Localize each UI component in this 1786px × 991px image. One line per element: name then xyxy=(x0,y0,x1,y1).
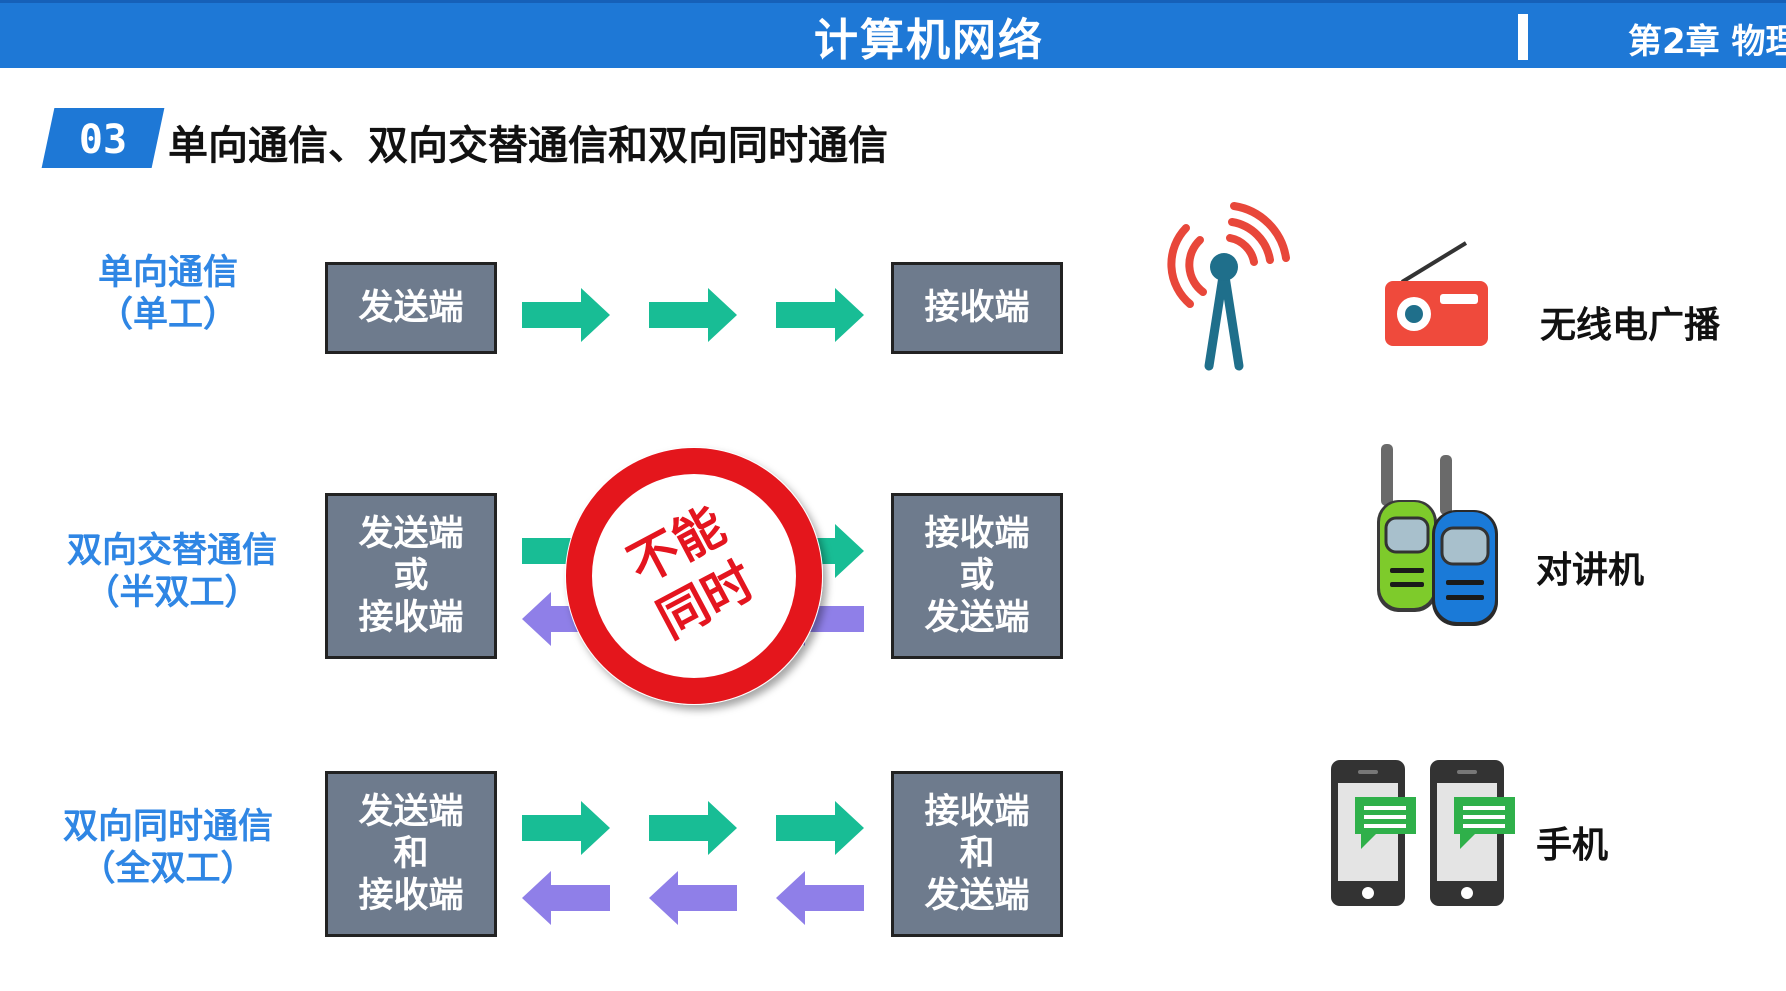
simplex-arrows xyxy=(522,288,864,342)
course-title: 计算机网络 xyxy=(814,15,1044,66)
terminal-label: 发送端 xyxy=(358,792,464,832)
walkie-talkie-icon xyxy=(1377,444,1498,626)
antenna-icon xyxy=(1167,202,1290,371)
full-duplex-arrows xyxy=(522,801,864,925)
mode-name: 双向同时通信 xyxy=(62,807,273,847)
terminal-label: 接收端 xyxy=(924,514,1030,554)
backward-arrow xyxy=(522,592,610,646)
mode-label-half-duplex: 双向交替通信 （半双工） xyxy=(42,530,302,614)
forward-arrow xyxy=(776,288,864,342)
terminal-label: 和 xyxy=(393,834,429,874)
simplex-sender-box: 发送端 xyxy=(325,262,497,354)
backward-arrow xyxy=(522,871,610,925)
terminal-label: 和 xyxy=(959,834,995,874)
terminal-label: 或 xyxy=(959,556,995,596)
device-label-phone: 手机 xyxy=(1536,825,1609,866)
mode-alias: （半双工） xyxy=(84,573,260,613)
terminal-label: 发送端 xyxy=(924,876,1030,916)
half-duplex-right-box: 接收端 或 发送端 xyxy=(891,493,1063,659)
forward-arrow xyxy=(649,288,737,342)
terminal-label: 接收端 xyxy=(358,876,464,916)
mode-alias: （全双工） xyxy=(80,849,256,889)
terminal-label: 接收端 xyxy=(924,792,1030,832)
device-label-walkie-talkie: 对讲机 xyxy=(1536,550,1645,591)
terminal-label: 接收端 xyxy=(924,288,1030,328)
forward-arrow xyxy=(522,288,610,342)
backward-arrow xyxy=(776,871,864,925)
header-divider xyxy=(1518,14,1528,60)
mode-alias: （单工） xyxy=(97,295,238,335)
terminal-label: 接收端 xyxy=(358,598,464,638)
mode-label-full-duplex: 双向同时通信 （全双工） xyxy=(38,806,298,890)
chat-bubble-icon xyxy=(1355,797,1515,849)
half-duplex-left-box: 发送端 或 接收端 xyxy=(325,493,497,659)
simplex-receiver-box: 接收端 xyxy=(891,262,1063,354)
terminal-label: 发送端 xyxy=(358,514,464,554)
forward-arrow xyxy=(776,801,864,855)
mode-name: 单向通信 xyxy=(97,253,238,293)
device-label-radio: 无线电广播 xyxy=(1540,305,1721,346)
no-simultaneous-stamp-icon xyxy=(565,447,823,705)
full-duplex-left-box: 发送端 和 接收端 xyxy=(325,771,497,937)
forward-arrow xyxy=(522,801,610,855)
terminal-label: 发送端 xyxy=(924,598,1030,638)
terminal-label: 发送端 xyxy=(358,288,464,328)
backward-arrow xyxy=(649,871,737,925)
section-number: 03 xyxy=(78,117,128,163)
radio-icon xyxy=(1385,241,1488,346)
chapter-title: 第2章 物理 xyxy=(1628,22,1786,62)
terminal-label: 或 xyxy=(393,556,429,596)
forward-arrow xyxy=(649,801,737,855)
section-heading: 单向通信、双向交替通信和双向同时通信 xyxy=(168,123,888,169)
mode-name: 双向交替通信 xyxy=(66,531,277,571)
mode-label-simplex: 单向通信 （单工） xyxy=(38,252,298,336)
full-duplex-right-box: 接收端 和 发送端 xyxy=(891,771,1063,937)
header-band xyxy=(0,0,1786,68)
